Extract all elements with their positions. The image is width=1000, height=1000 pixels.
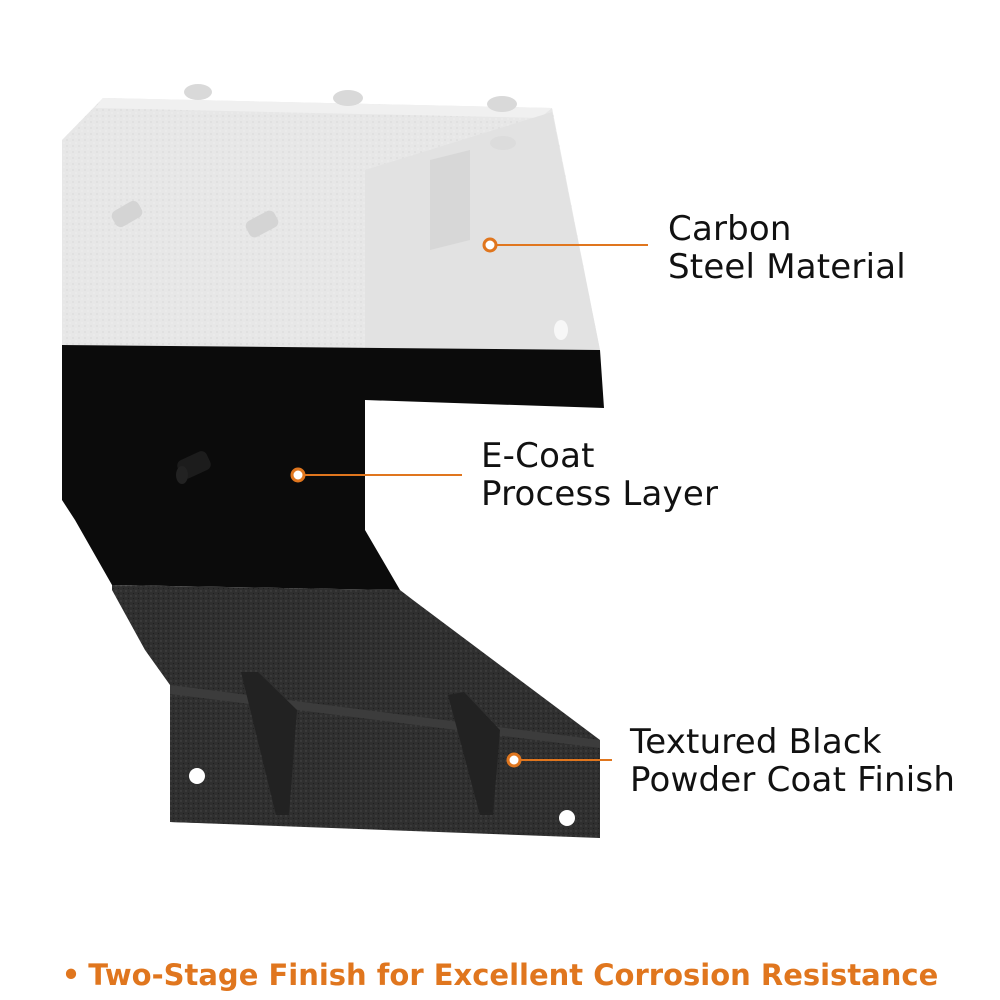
callout-carbon-steel: Carbon Steel Material: [668, 210, 906, 286]
callout-ecoat: E-Coat Process Layer: [481, 437, 718, 513]
callout-leader-ecoat: [290, 467, 462, 483]
bullet-icon: •: [61, 958, 81, 992]
callout-carbon-line1: Carbon: [668, 209, 792, 249]
callout-ecoat-line2: Process Layer: [481, 474, 719, 514]
callout-powder-coat: Textured Black Powder Coat Finish: [630, 723, 955, 799]
callout-leader-powder: [506, 752, 612, 768]
ecoat-section: [62, 345, 604, 590]
callout-carbon-line2: Steel Material: [668, 247, 906, 287]
carbon-steel-section: [62, 84, 600, 350]
callout-powder-line2: Powder Coat Finish: [630, 760, 956, 800]
footer-tagline-text: Two-Stage Finish for Excellent Corrosion…: [88, 958, 939, 992]
callout-ecoat-line1: E-Coat: [481, 436, 595, 476]
footer-tagline: •Two-Stage Finish for Excellent Corrosio…: [0, 958, 1000, 992]
callout-leader-carbon: [482, 237, 648, 253]
powder-coat-section: [112, 585, 600, 838]
callout-powder-line1: Textured Black: [630, 722, 882, 762]
